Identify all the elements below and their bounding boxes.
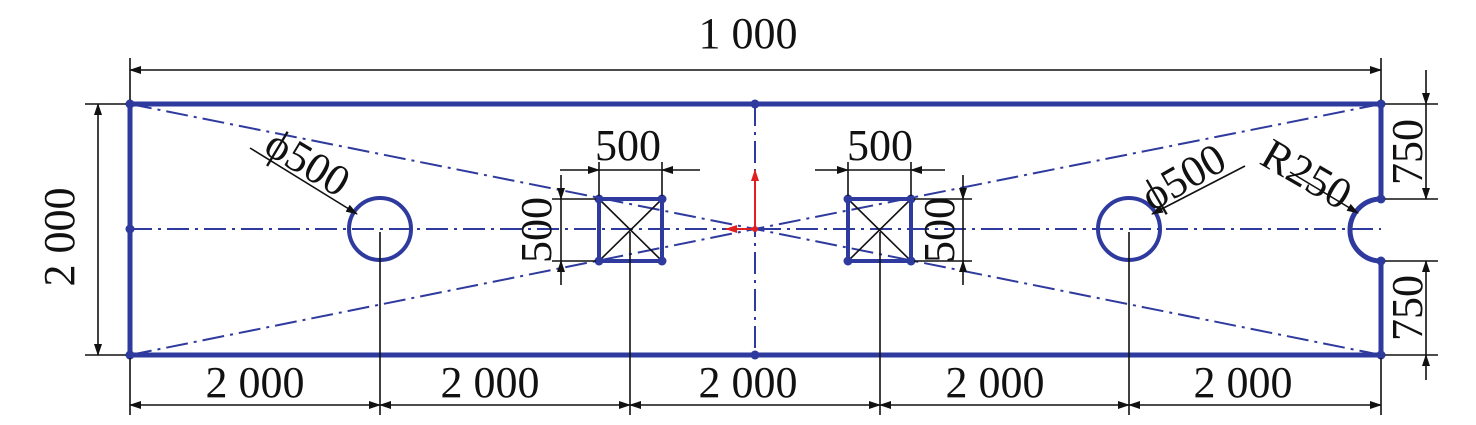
dim-square-right-height-label: 500 xyxy=(915,197,964,263)
dim-bottom-3-label: 2 000 xyxy=(699,358,798,407)
dim-bottom-1-label: 2 000 xyxy=(206,358,305,407)
dim-hole-left-diameter: ϕ500 xyxy=(249,119,359,215)
dim-hole-right-diameter: ϕ500 xyxy=(1133,134,1246,221)
dim-square-right-height: 500 xyxy=(914,175,972,285)
dim-left-height: 2 000 xyxy=(35,103,126,356)
dim-notch-radius: R250 xyxy=(1253,129,1360,219)
dim-right-lower-label: 750 xyxy=(1383,275,1432,341)
dim-hole-left-diameter-label: ϕ500 xyxy=(257,119,359,207)
dim-square-left-height: 500 xyxy=(512,175,596,285)
dim-right-upper-label: 750 xyxy=(1383,119,1432,185)
dim-bottom-2-label: 2 000 xyxy=(441,358,540,407)
dim-bottom-chain: 2 000 2 000 2 000 2 000 2 000 xyxy=(129,232,1382,415)
dim-square-left-width-label: 500 xyxy=(595,121,661,170)
vertex-points xyxy=(125,99,1386,360)
dim-square-left-width: 500 xyxy=(560,121,700,196)
dim-right-side: 750 750 xyxy=(1383,70,1438,380)
dim-square-right-width-label: 500 xyxy=(847,121,913,170)
dim-top-overall: 1 000 xyxy=(129,9,1382,100)
dim-square-left-height-label: 500 xyxy=(512,197,561,263)
dim-hole-right-diameter-label: ϕ500 xyxy=(1133,134,1235,221)
dim-bottom-4-label: 2 000 xyxy=(946,358,1045,407)
dim-top-overall-label: 1 000 xyxy=(699,9,798,58)
dim-left-height-label: 2 000 xyxy=(35,188,84,287)
dim-notch-radius-label: R250 xyxy=(1253,129,1360,219)
origin-marker xyxy=(725,169,759,233)
dim-bottom-5-label: 2 000 xyxy=(1194,358,1293,407)
dim-square-right-width: 500 xyxy=(815,121,945,196)
